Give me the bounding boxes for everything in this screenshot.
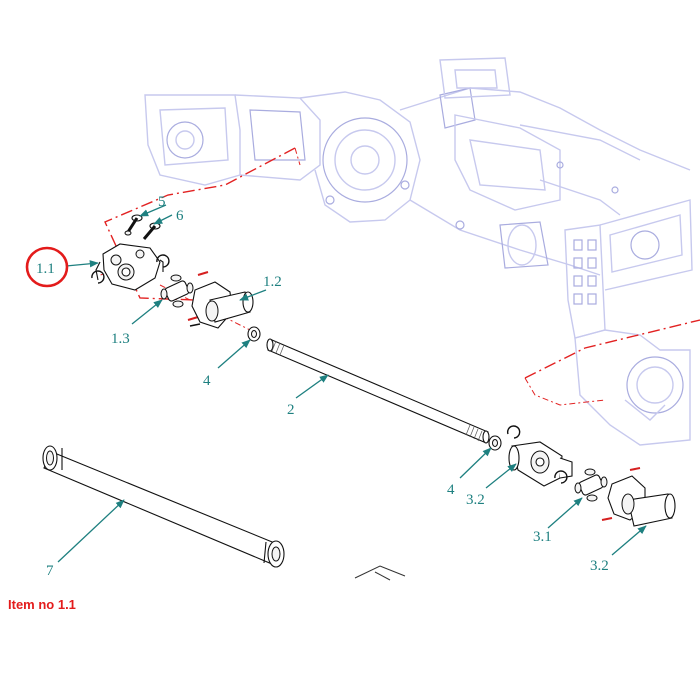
item-caption: Item no 1.1 [8,597,76,612]
washer-part-4-upper [247,326,261,342]
tube-part-7 [42,445,285,568]
spider-cross-part-3-1 [574,468,608,502]
highlight-circle [25,246,69,288]
rear-yoke-part-3-2-shaft [601,467,676,527]
spider-cross-part-1-3 [160,271,209,321]
callout-7: 7 [46,563,54,579]
callout-1-1: 1.1 [36,261,55,277]
callout-3-2-lower: 3.2 [590,558,609,574]
callout-3-2-upper: 3.2 [466,492,485,508]
callout-labels: 1.1 5 6 1.2 1.3 4 2 4 3.2 3.1 3.2 7 [36,194,609,579]
circlip-left [91,270,105,284]
drive-shaft-part-2 [266,338,490,444]
callout-4-lower: 4 [447,482,455,498]
callout-2: 2 [287,402,295,418]
rear-yoke-part-3-2-sleeve [506,425,573,487]
callout-4-upper: 4 [203,373,211,389]
pin-part-6 [142,222,161,240]
circlip-right [156,254,170,268]
callout-1-3: 1.3 [111,331,130,347]
guide-lines [99,147,700,406]
leader-lines [57,204,647,563]
transmission-housing-background [144,57,693,446]
callout-1-2: 1.2 [263,274,282,290]
yoke-flange-part-1-1 [95,243,164,291]
washer-part-4-lower [488,435,502,451]
bolt-part-5 [124,214,143,236]
callout-6: 6 [176,208,184,224]
yoke-shaft-part-1-2 [189,281,254,329]
cropped-detail-fragment [354,565,406,581]
callout-5: 5 [158,194,166,210]
callout-3-1: 3.1 [533,529,552,545]
